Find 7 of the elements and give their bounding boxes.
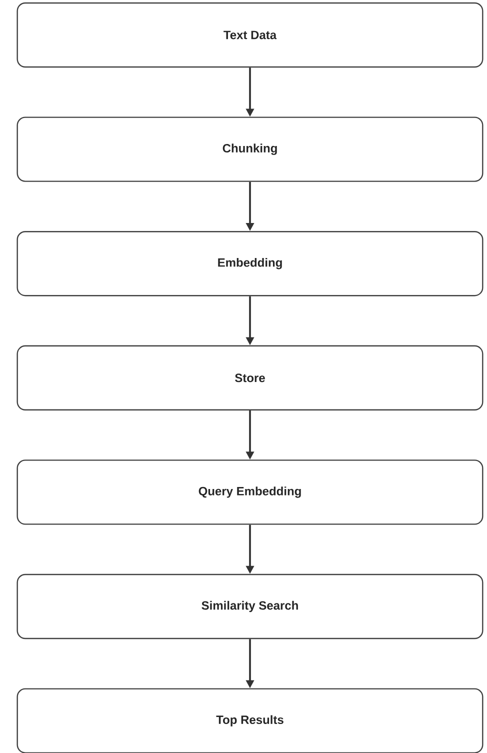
process-box: Top Results: [16, 688, 484, 753]
process-box: Chunking: [16, 116, 484, 182]
process-box: Similarity Search: [16, 574, 484, 640]
process-box: Store: [16, 345, 484, 410]
process-box: Text Data: [16, 2, 484, 68]
process-box: Embedding: [16, 231, 484, 296]
process-box: Query Embedding: [16, 460, 484, 525]
